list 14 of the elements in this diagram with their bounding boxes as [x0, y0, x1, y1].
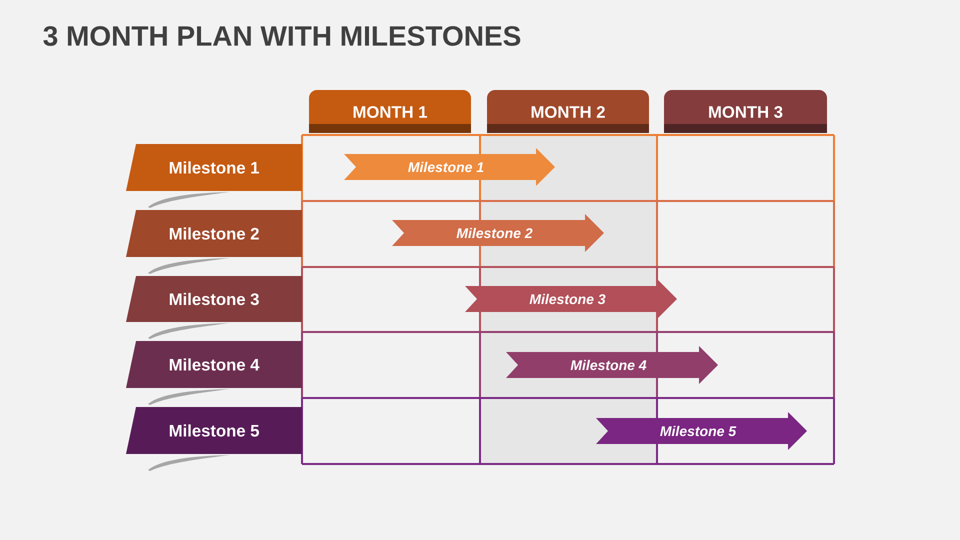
title: 3 MONTH PLAN WITH MILESTONES	[43, 26, 520, 46]
month-header: MONTH 3	[664, 90, 827, 133]
milestone-label: Milestone 3	[126, 276, 302, 339]
milestone-label: Milestone 4	[126, 341, 302, 405]
arrow-bar: Milestone 5	[596, 412, 807, 450]
month-header: MONTH 1	[309, 90, 471, 133]
arrow-bar: Milestone 1	[344, 148, 555, 186]
arrow-bar: Milestone 2	[392, 214, 604, 252]
milestone-label: Milestone 2	[126, 210, 302, 274]
milestone-label: Milestone 1	[126, 144, 302, 208]
arrow-bar: Milestone 4	[506, 346, 718, 384]
month-header: MONTH 2	[487, 90, 649, 133]
milestone-label: Milestone 5	[126, 407, 302, 471]
arrow-bar: Milestone 3	[465, 280, 677, 318]
